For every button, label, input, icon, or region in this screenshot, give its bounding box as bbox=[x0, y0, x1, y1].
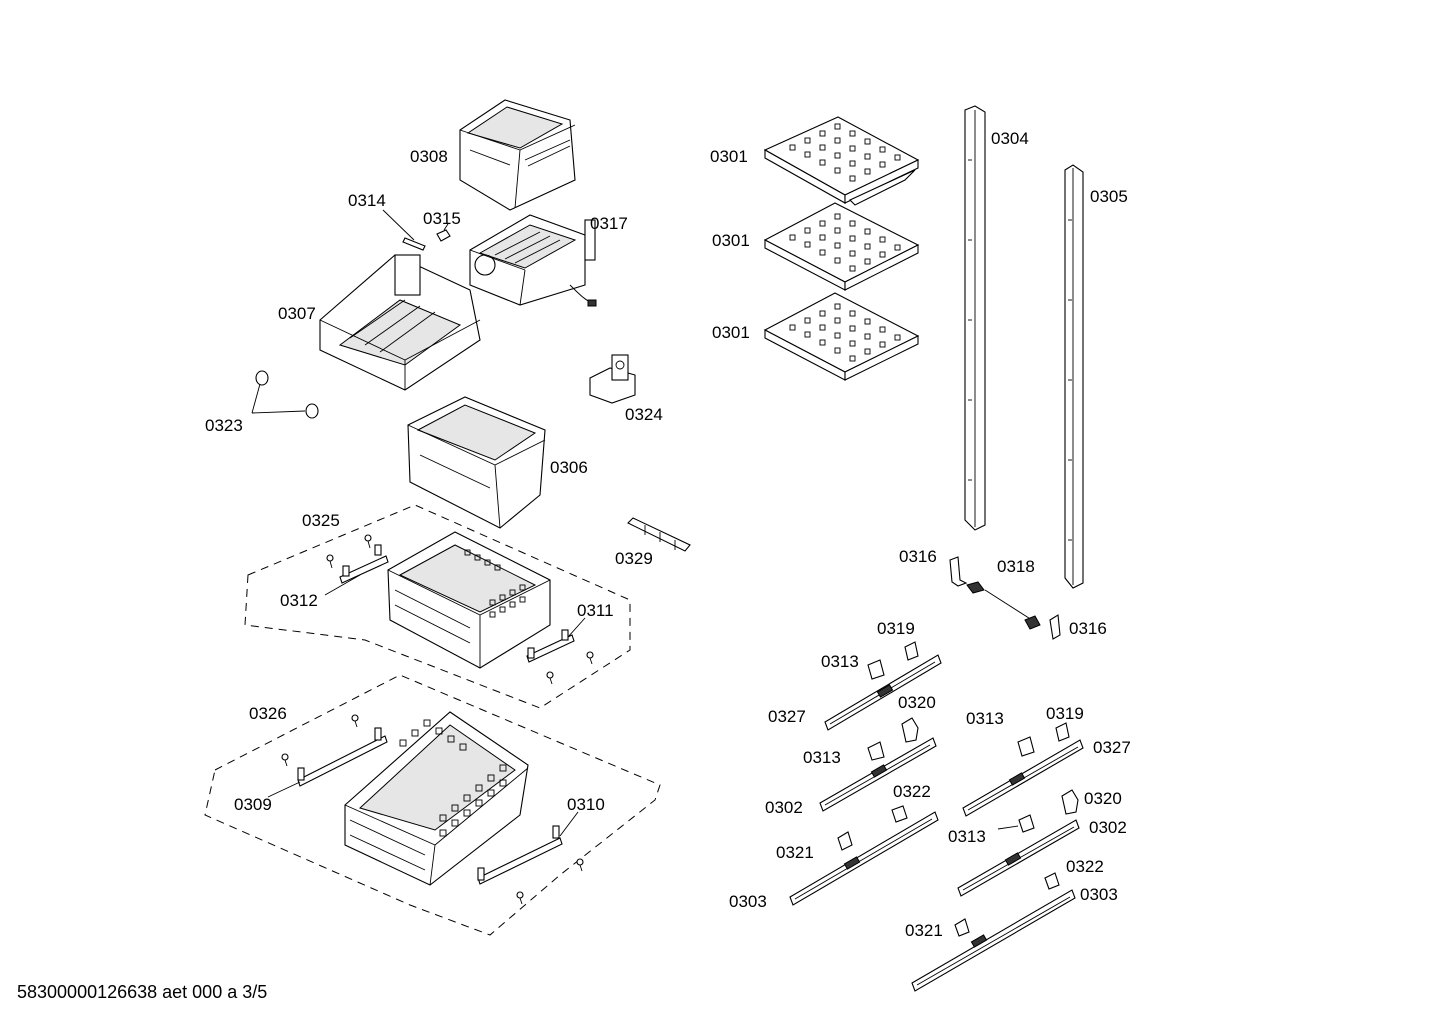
part-0309-slide-bracket[interactable] bbox=[267, 714, 388, 798]
label-0321-left: 0321 bbox=[776, 843, 814, 862]
part-0322-clip-a[interactable] bbox=[891, 805, 908, 823]
part-0322-clip-b[interactable] bbox=[1044, 872, 1060, 890]
label-0324: 0324 bbox=[625, 405, 663, 424]
label-0308: 0308 bbox=[410, 147, 448, 166]
label-0301-2: 0301 bbox=[712, 231, 750, 250]
label-0313-b: 0313 bbox=[803, 748, 841, 767]
part-0316-clip-lower[interactable] bbox=[1024, 614, 1061, 640]
label-0302-left: 0302 bbox=[765, 798, 803, 817]
label-0313-c: 0313 bbox=[966, 709, 1004, 728]
part-0306-bin[interactable] bbox=[407, 396, 546, 529]
label-0319-right: 0319 bbox=[1046, 704, 1084, 723]
label-0301-1: 0301 bbox=[710, 147, 748, 166]
part-0302-slide-rail-right[interactable] bbox=[957, 819, 1080, 897]
label-0320-right: 0320 bbox=[1084, 789, 1122, 808]
part-0304-vertical-rail[interactable] bbox=[964, 105, 986, 531]
label-0305: 0305 bbox=[1090, 187, 1128, 206]
part-0303-slide-rail-left[interactable] bbox=[789, 811, 939, 906]
part-0313-clip-c[interactable] bbox=[1017, 736, 1035, 757]
part-0301-shelf-1[interactable] bbox=[763, 116, 920, 206]
label-0321-right: 0321 bbox=[905, 921, 943, 940]
part-0307-ice-tray-frame[interactable] bbox=[319, 254, 481, 391]
label-0310: 0310 bbox=[567, 795, 605, 814]
part-0313-clip-d[interactable] bbox=[997, 814, 1035, 833]
part-0301-shelf-3[interactable] bbox=[763, 292, 920, 381]
part-0302-slide-rail-left[interactable] bbox=[819, 737, 937, 812]
label-0306: 0306 bbox=[550, 458, 588, 477]
label-0311: 0311 bbox=[577, 601, 614, 620]
part-0324-bracket[interactable] bbox=[589, 354, 636, 404]
part-0313-clip-b[interactable] bbox=[867, 741, 885, 761]
label-0303-left: 0303 bbox=[729, 892, 767, 911]
label-0304: 0304 bbox=[991, 129, 1029, 148]
label-0309: 0309 bbox=[234, 795, 272, 814]
part-0311-slide-bracket[interactable] bbox=[526, 617, 594, 685]
label-0317: 0317 bbox=[590, 214, 628, 233]
part-0317-ice-maker[interactable] bbox=[469, 214, 597, 307]
label-0301-3: 0301 bbox=[712, 323, 750, 342]
document-footer-id: 58300000126638 aet 000 a 3/5 bbox=[17, 982, 267, 1002]
part-0327-slide-rail-left[interactable] bbox=[824, 654, 942, 731]
label-0315: 0315 bbox=[423, 209, 461, 228]
group-0326-outline bbox=[204, 674, 661, 936]
part-0319-clip-a[interactable] bbox=[904, 641, 919, 661]
part-0325-basket[interactable] bbox=[387, 531, 551, 669]
part-0303-slide-rail-right[interactable] bbox=[911, 889, 1076, 992]
part-0310-slide-bracket[interactable] bbox=[477, 811, 584, 905]
part-0308-ice-container[interactable] bbox=[459, 99, 576, 211]
part-0321-clip-b[interactable] bbox=[954, 918, 970, 937]
label-0312: 0312 bbox=[280, 591, 318, 610]
label-0307: 0307 bbox=[278, 304, 316, 323]
part-0321-clip-a[interactable] bbox=[837, 831, 853, 851]
label-0327-right: 0327 bbox=[1093, 738, 1131, 757]
part-labels: 0308 0314 0315 0317 0307 0323 0324 0306 … bbox=[205, 129, 1131, 940]
part-0320-clip-a[interactable] bbox=[901, 717, 919, 743]
part-0318-pad[interactable] bbox=[966, 581, 1033, 621]
label-0316-lower: 0316 bbox=[1069, 619, 1107, 638]
part-0329-rail-bar[interactable] bbox=[627, 517, 691, 552]
group-0325-outline bbox=[244, 504, 631, 709]
label-0313-a: 0313 bbox=[821, 652, 859, 671]
label-0322-left: 0322 bbox=[893, 782, 931, 801]
part-0301-shelf-2[interactable] bbox=[763, 202, 920, 291]
part-0323-knob[interactable] bbox=[251, 370, 319, 419]
part-0326-basket[interactable] bbox=[344, 711, 529, 886]
label-0313-d: 0313 bbox=[948, 827, 986, 846]
part-0315-clip[interactable] bbox=[436, 223, 451, 242]
label-0319-left: 0319 bbox=[877, 619, 915, 638]
label-0323: 0323 bbox=[205, 416, 243, 435]
part-0312-slide-bracket[interactable] bbox=[324, 534, 389, 596]
label-0314: 0314 bbox=[348, 191, 386, 210]
part-0320-clip-b[interactable] bbox=[1061, 789, 1079, 815]
label-0326: 0326 bbox=[249, 704, 287, 723]
part-0319-clip-b[interactable] bbox=[1055, 722, 1070, 742]
label-0302-right: 0302 bbox=[1089, 818, 1127, 837]
label-0327-left: 0327 bbox=[768, 707, 806, 726]
part-0327-slide-rail-right[interactable] bbox=[962, 739, 1084, 817]
part-0305-vertical-rail[interactable] bbox=[1064, 164, 1084, 589]
label-0320-left: 0320 bbox=[898, 693, 936, 712]
part-0314-strip[interactable] bbox=[382, 209, 426, 251]
label-0325: 0325 bbox=[302, 511, 340, 530]
label-0329: 0329 bbox=[615, 549, 653, 568]
label-0318: 0318 bbox=[997, 557, 1035, 576]
label-0322-right: 0322 bbox=[1066, 857, 1104, 876]
part-0316-clip-upper[interactable] bbox=[949, 556, 968, 587]
label-0316-upper: 0316 bbox=[899, 547, 937, 566]
part-0313-clip-a[interactable] bbox=[867, 659, 885, 680]
label-0303-right: 0303 bbox=[1080, 885, 1118, 904]
